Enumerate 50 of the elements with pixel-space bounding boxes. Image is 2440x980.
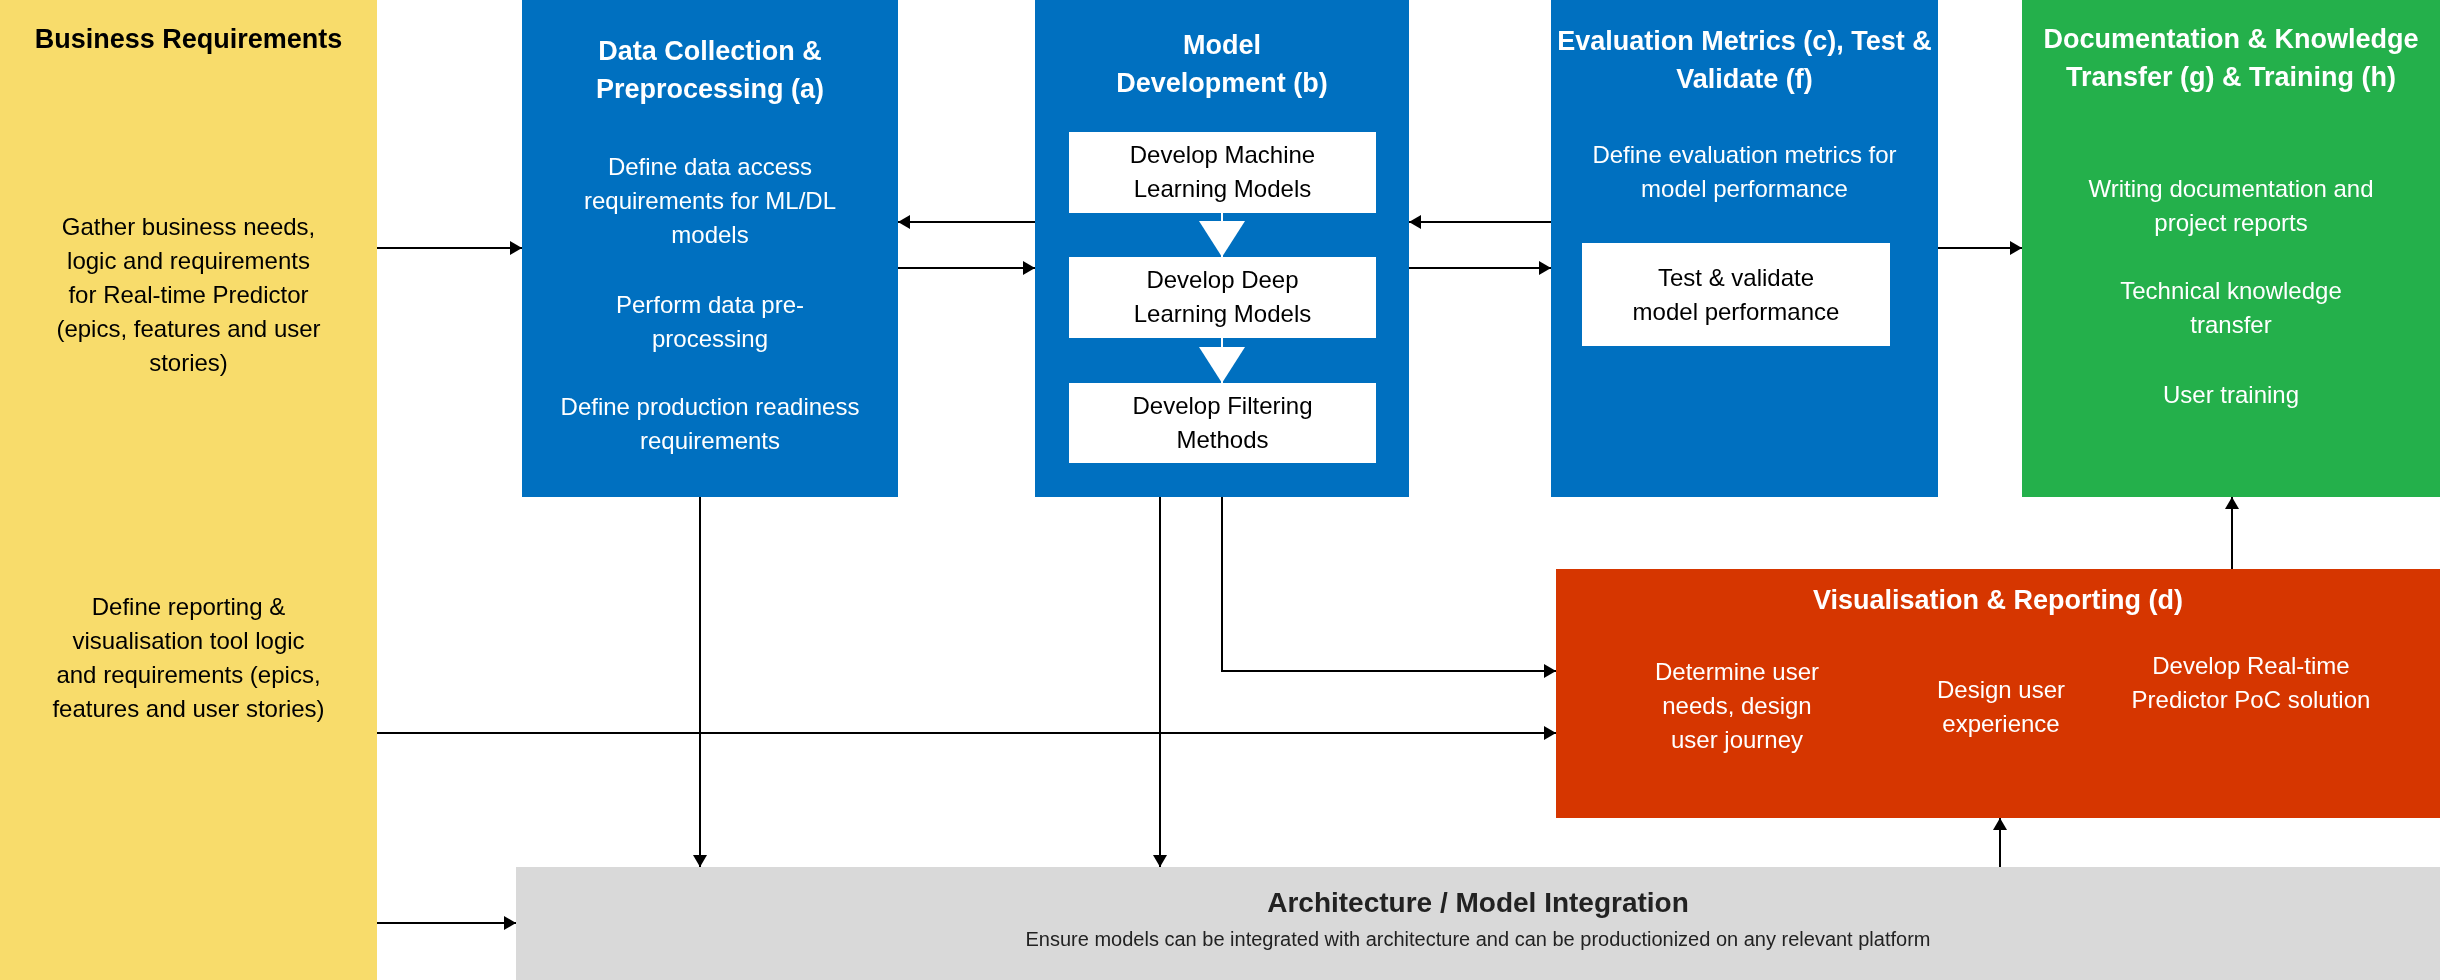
box-text: Writing documentation and project reports (2087, 174, 2375, 238)
arrow (1937, 241, 2023, 255)
box-heading: Data Collection & Preprocessing (a) (594, 35, 826, 106)
box-text: Perform data pre-processing (614, 290, 806, 354)
step-box (1069, 257, 1376, 338)
box-text: User training (2161, 380, 2301, 410)
box-text: Develop Real-time Predictor PoC solution (2130, 651, 2372, 715)
process-box (2022, 0, 2440, 497)
process-box (1551, 0, 1938, 497)
box-heading: Business Requirements (33, 23, 344, 56)
box-heading: Evaluation Metrics (c), Test & Validate (f) (1556, 25, 1933, 96)
arrow (376, 241, 523, 255)
integration-bar (516, 867, 2440, 980)
step-box (1069, 132, 1376, 213)
process-box (522, 0, 898, 497)
arrow (1408, 261, 1552, 275)
box-heading: Documentation & Knowledge Transfer (g) & Training (h) (2042, 23, 2420, 94)
arrow (1408, 215, 1552, 229)
box-text: Test & validate model performance (1631, 263, 1841, 327)
arrow-triangle (1199, 337, 1245, 384)
step-box (1069, 383, 1376, 463)
process-box (1035, 0, 1409, 497)
box-text: Design user experience (1935, 675, 2067, 739)
box-text: Define evaluation metrics for model performance (1591, 140, 1898, 204)
box-heading: Visualisation & Reporting (d) (1812, 584, 2184, 617)
arrow (376, 916, 517, 930)
box-text: Technical knowledge transfer (2119, 276, 2343, 340)
box-heading: Model Development (b) (1115, 29, 1329, 100)
box-text: Develop Deep Learning Models (1132, 265, 1313, 329)
arrow (2225, 496, 2239, 570)
box-text: Develop Machine Learning Models (1128, 140, 1317, 204)
box-text: Define production readiness requirements (559, 392, 861, 456)
arrow (897, 261, 1036, 275)
box-text: Determine user needs, design user journey (1653, 657, 1821, 755)
box-text: Ensure models can be integrated with architecture and can be productionized on any relevant platform (1024, 927, 1932, 952)
arrow (693, 496, 707, 868)
box-heading: Architecture / Model Integration (1266, 886, 1690, 920)
arrow (376, 726, 1557, 740)
arrow (1221, 496, 1557, 678)
requirements-panel (0, 0, 377, 980)
arrow (1993, 817, 2007, 868)
arrow (897, 215, 1036, 229)
box-text: Gather business needs, logic and requirements for Real-time Predictor (epics, features and user stories) (55, 212, 322, 378)
box-text: Develop Filtering Methods (1131, 391, 1314, 455)
arrow-triangle (1199, 212, 1245, 258)
process-box (1556, 569, 2440, 818)
box-text: Define reporting & visualisation tool logic and requirements (epics, features and user stories) (51, 592, 326, 724)
step-box (1582, 243, 1890, 346)
arrow (1153, 496, 1167, 868)
box-text: Define data access requirements for ML/DL models (582, 152, 838, 250)
